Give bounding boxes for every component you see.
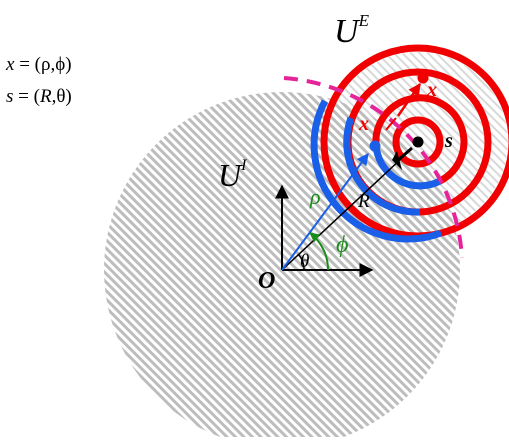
label-x-blue: x (358, 113, 369, 135)
point-s (412, 136, 424, 148)
boundary-dashed-arc (283, 76, 464, 259)
blue-arc-outer (310, 99, 443, 243)
s-definition: s = (R,θ) (6, 86, 72, 107)
point-x-blue (369, 140, 381, 152)
label-rho: ρ (309, 184, 321, 209)
blue-arc-middle (343, 116, 421, 216)
label-s: s (444, 130, 453, 152)
vector-R-stub (395, 146, 413, 164)
blue-arcs (310, 99, 443, 243)
red-x-arrow (396, 82, 422, 117)
label-exterior-domain: UE (334, 11, 370, 50)
x-definition: x = (ρ,ϕ) (5, 54, 72, 75)
label-phi: ϕ (336, 232, 348, 258)
label-x-red: x (426, 79, 437, 101)
red-x-segment (385, 117, 397, 131)
vector-R (281, 157, 403, 271)
phi-arc (309, 232, 330, 271)
label-R: R (357, 191, 370, 212)
label-interior-domain: UI (218, 157, 247, 193)
blue-arc-inner (372, 144, 442, 190)
point-x-red (417, 72, 429, 84)
red-circle-second (372, 94, 468, 185)
red-circle-inner (392, 116, 444, 168)
label-origin: O (258, 268, 275, 294)
label-theta: θ (300, 251, 309, 272)
vector-rho (281, 153, 369, 271)
theta-arc (297, 253, 305, 271)
